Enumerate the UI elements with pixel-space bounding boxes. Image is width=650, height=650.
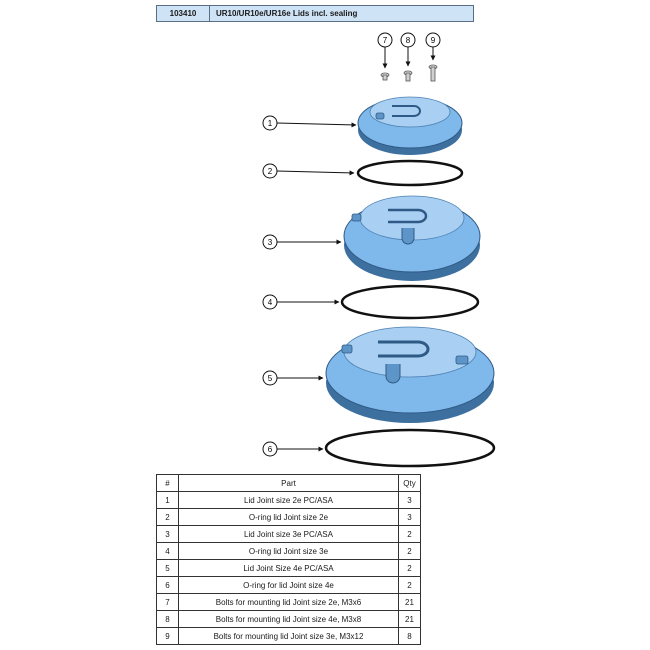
column-header-part: Part [178, 474, 399, 492]
row-number: 2 [156, 508, 179, 526]
callout-2: 2 [262, 163, 355, 179]
callout-9: 9 [425, 32, 441, 61]
row-number: 5 [156, 559, 179, 577]
row-part: O-ring for lid Joint size 4e [178, 576, 399, 594]
o-ring-joint-size-2e [356, 159, 464, 187]
table-row: 5 Lid Joint Size 4e PC/ASA 2 [156, 559, 421, 577]
callout-7: 7 [377, 32, 393, 69]
row-number: 1 [156, 491, 179, 509]
row-qty: 8 [398, 627, 421, 645]
row-number: 6 [156, 576, 179, 594]
row-qty: 21 [398, 610, 421, 628]
parts-table: # Part Qty 1 Lid Joint size 2e PC/ASA 3 … [156, 474, 421, 645]
column-header-qty: Qty [398, 474, 421, 492]
callout-6: 6 [262, 441, 324, 457]
svg-text:8: 8 [406, 36, 411, 45]
lid-joint-size-2e [357, 96, 463, 155]
row-qty: 21 [398, 593, 421, 611]
table-header-row: # Part Qty [156, 474, 421, 492]
row-number: 9 [156, 627, 179, 645]
table-row: 3 Lid Joint size 3e PC/ASA 2 [156, 525, 421, 543]
svg-text:7: 7 [383, 36, 388, 45]
o-ring-joint-size-4e [324, 428, 496, 468]
o-ring-joint-size-3e [340, 284, 480, 320]
column-header-number: # [156, 474, 179, 492]
row-qty: 2 [398, 525, 421, 543]
callout-8: 8 [400, 32, 416, 67]
table-row: 6 O-ring for lid Joint size 4e 2 [156, 576, 421, 594]
product-code: 103410 [157, 6, 210, 21]
svg-text:6: 6 [268, 445, 273, 454]
callout-4: 4 [262, 294, 340, 310]
svg-text:4: 4 [268, 298, 273, 307]
table-row: 1 Lid Joint size 2e PC/ASA 3 [156, 491, 421, 509]
row-part: Lid Joint size 2e PC/ASA [178, 491, 399, 509]
bolt-7-drawing [380, 72, 390, 81]
svg-text:1: 1 [268, 119, 273, 128]
row-qty: 2 [398, 576, 421, 594]
row-part: Lid Joint Size 4e PC/ASA [178, 559, 399, 577]
row-part: Bolts for mounting lid Joint size 2e, M3… [178, 593, 399, 611]
svg-text:3: 3 [268, 238, 273, 247]
product-header: 103410 UR10/UR10e/UR16e Lids incl. seali… [156, 5, 474, 22]
lid-joint-size-4e [325, 326, 495, 423]
product-title: UR10/UR10e/UR16e Lids incl. sealing [216, 9, 358, 18]
bolt-9-drawing [428, 64, 438, 82]
row-part: Lid Joint size 3e PC/ASA [178, 525, 399, 543]
row-qty: 2 [398, 542, 421, 560]
row-number: 3 [156, 525, 179, 543]
table-row: 4 O-ring lid Joint size 3e 2 [156, 542, 421, 560]
row-number: 4 [156, 542, 179, 560]
row-qty: 3 [398, 491, 421, 509]
row-number: 7 [156, 593, 179, 611]
lid-joint-size-3e [343, 195, 481, 281]
exploded-view-diagram: 1 2 3 4 5 6 7 8 9 [262, 32, 496, 468]
table-row: 8 Bolts for mounting lid Joint size 4e, … [156, 610, 421, 628]
row-part: O-ring lid Joint size 2e [178, 508, 399, 526]
row-qty: 2 [398, 559, 421, 577]
table-row: 2 O-ring lid Joint size 2e 3 [156, 508, 421, 526]
row-qty: 3 [398, 508, 421, 526]
bolt-8-drawing [403, 70, 413, 82]
table-row: 7 Bolts for mounting lid Joint size 2e, … [156, 593, 421, 611]
row-part: Bolts for mounting lid Joint size 3e, M3… [178, 627, 399, 645]
svg-text:9: 9 [431, 36, 436, 45]
table-row: 9 Bolts for mounting lid Joint size 3e, … [156, 627, 421, 645]
row-part: O-ring lid Joint size 3e [178, 542, 399, 560]
row-number: 8 [156, 610, 179, 628]
svg-text:2: 2 [268, 167, 273, 176]
callout-5: 5 [262, 370, 324, 386]
callout-3: 3 [262, 234, 342, 250]
row-part: Bolts for mounting lid Joint size 4e, M3… [178, 610, 399, 628]
callout-1: 1 [262, 115, 357, 131]
svg-text:5: 5 [268, 374, 273, 383]
